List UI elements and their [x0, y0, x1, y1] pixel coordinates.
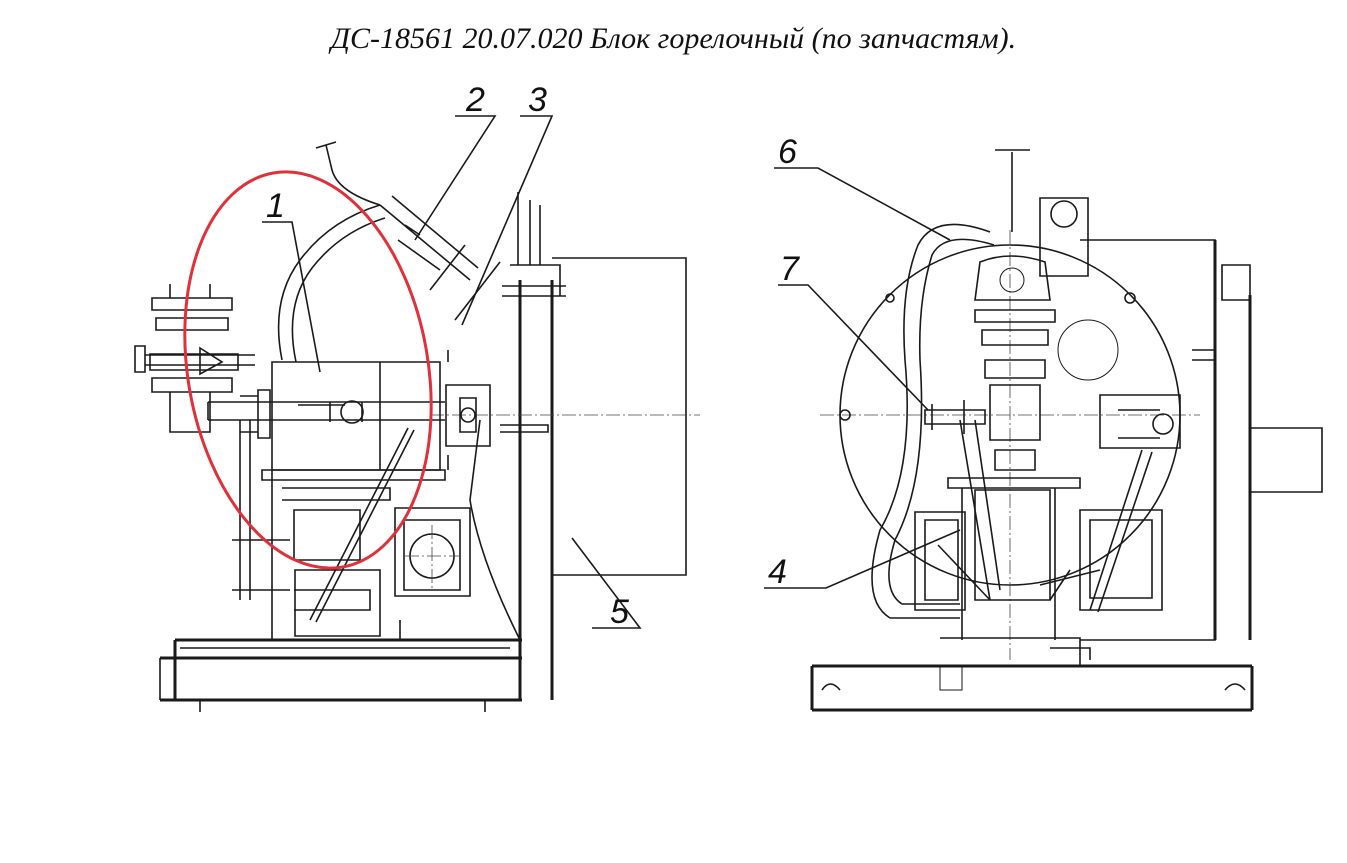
callout-3: 3 [528, 81, 547, 119]
callout-leaders [262, 115, 961, 629]
front-view [810, 149, 1323, 712]
callout-5: 5 [610, 593, 629, 631]
highlight-ellipse [183, 170, 433, 570]
callout-4: 4 [768, 553, 787, 591]
callout-1: 1 [266, 187, 285, 225]
callout-2: 2 [465, 81, 485, 119]
side-view [134, 141, 700, 712]
drawing-title: ДС-18561 20.07.020 Блок горелочный (по з… [330, 22, 1017, 55]
callout-7: 7 [780, 250, 800, 288]
callout-6: 6 [778, 133, 797, 171]
